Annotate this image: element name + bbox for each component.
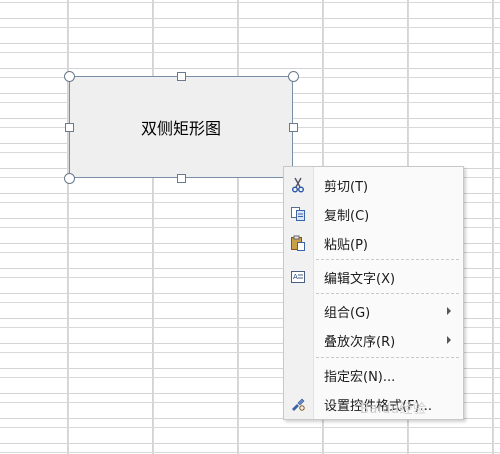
resize-handle-top[interactable] xyxy=(177,72,186,81)
menu-item-edit-text[interactable]: A 编辑文字(X) xyxy=(284,264,463,290)
submenu-arrow-icon xyxy=(447,336,451,344)
resize-handle-bottom-left[interactable] xyxy=(64,173,75,184)
resize-handle-top-right[interactable] xyxy=(288,71,299,82)
menu-item-label: 编辑文字(X) xyxy=(324,271,396,287)
shape-label: 双侧矩形图 xyxy=(140,119,221,138)
menu-separator xyxy=(316,357,459,358)
menu-item-label: 组合(G) xyxy=(324,305,371,321)
resize-handle-bottom[interactable] xyxy=(177,174,186,183)
menu-item-label: 剪切(T) xyxy=(324,179,369,195)
resize-handle-right[interactable] xyxy=(289,123,298,132)
menu-item-label: 粘贴(P) xyxy=(324,237,368,253)
menu-item-assign-macro[interactable]: 指定宏(N)... xyxy=(284,362,463,388)
menu-item-label: 指定宏(N)... xyxy=(324,369,396,385)
resize-handle-left[interactable] xyxy=(65,123,74,132)
watermark: Baidu经验 xyxy=(360,402,427,417)
menu-item-label: 叠放次序(R) xyxy=(324,334,396,350)
context-menu: 剪切(T) 复制(C) 粘贴(P) A xyxy=(283,166,464,420)
scissors-icon xyxy=(289,176,307,194)
menu-separator xyxy=(316,259,459,260)
menu-separator xyxy=(316,293,459,294)
rectangle-shape[interactable]: 双侧矩形图 xyxy=(69,76,293,178)
menu-item-label: 设置控件格式(F)... xyxy=(324,398,433,414)
menu-item-group[interactable]: 组合(G) xyxy=(284,298,463,324)
copy-icon xyxy=(289,205,307,223)
menu-item-order[interactable]: 叠放次序(R) xyxy=(284,327,463,353)
menu-item-paste[interactable]: 粘贴(P) xyxy=(284,230,463,256)
menu-item-cut[interactable]: 剪切(T) xyxy=(284,172,463,198)
svg-text:A: A xyxy=(293,273,298,281)
menu-item-format-control[interactable]: 设置控件格式(F)... xyxy=(284,391,463,417)
menu-item-label: 复制(C) xyxy=(324,208,370,224)
menu-item-copy[interactable]: 复制(C) xyxy=(284,201,463,227)
paste-icon xyxy=(289,234,307,252)
submenu-arrow-icon xyxy=(447,307,451,315)
format-control-icon xyxy=(289,395,307,413)
edit-text-icon: A xyxy=(289,268,307,286)
resize-handle-top-left[interactable] xyxy=(64,71,75,82)
